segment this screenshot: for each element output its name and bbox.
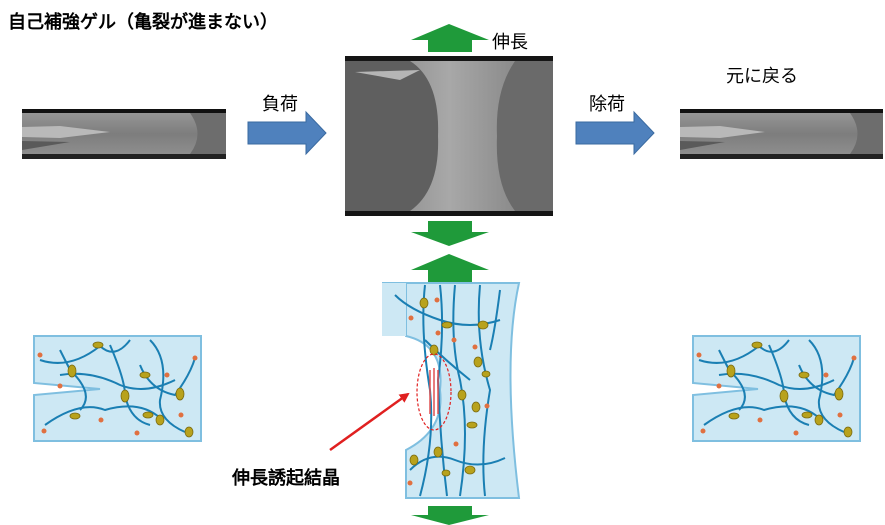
unload-arrow: [575, 110, 655, 156]
stretch-arrow-top-2: [411, 254, 489, 282]
crystallization-label: 伸長誘起結晶: [232, 468, 340, 489]
load-label: 負荷: [262, 94, 298, 115]
stretch-label: 伸長: [492, 32, 528, 53]
stretch-arrow-top-1: [411, 24, 489, 52]
photo-stretched: [345, 56, 553, 216]
schematic-initial: [33, 335, 202, 442]
stretch-arrow-bottom-1: [411, 221, 489, 246]
unload-label: 除荷: [589, 94, 625, 115]
photo-initial: [22, 109, 226, 159]
schematic-stretched: [382, 282, 521, 499]
load-arrow: [247, 110, 327, 156]
schematic-recovered: [692, 335, 861, 442]
photo-recovered: [680, 109, 883, 159]
diagram-title: 自己補強ゲル（亀裂が進まない）: [8, 12, 278, 33]
stretch-arrow-bottom-2: [411, 506, 489, 525]
crystallization-region: [416, 353, 452, 431]
crystallization-pointer-arrow: [329, 392, 410, 452]
return-label: 元に戻る: [726, 66, 798, 87]
